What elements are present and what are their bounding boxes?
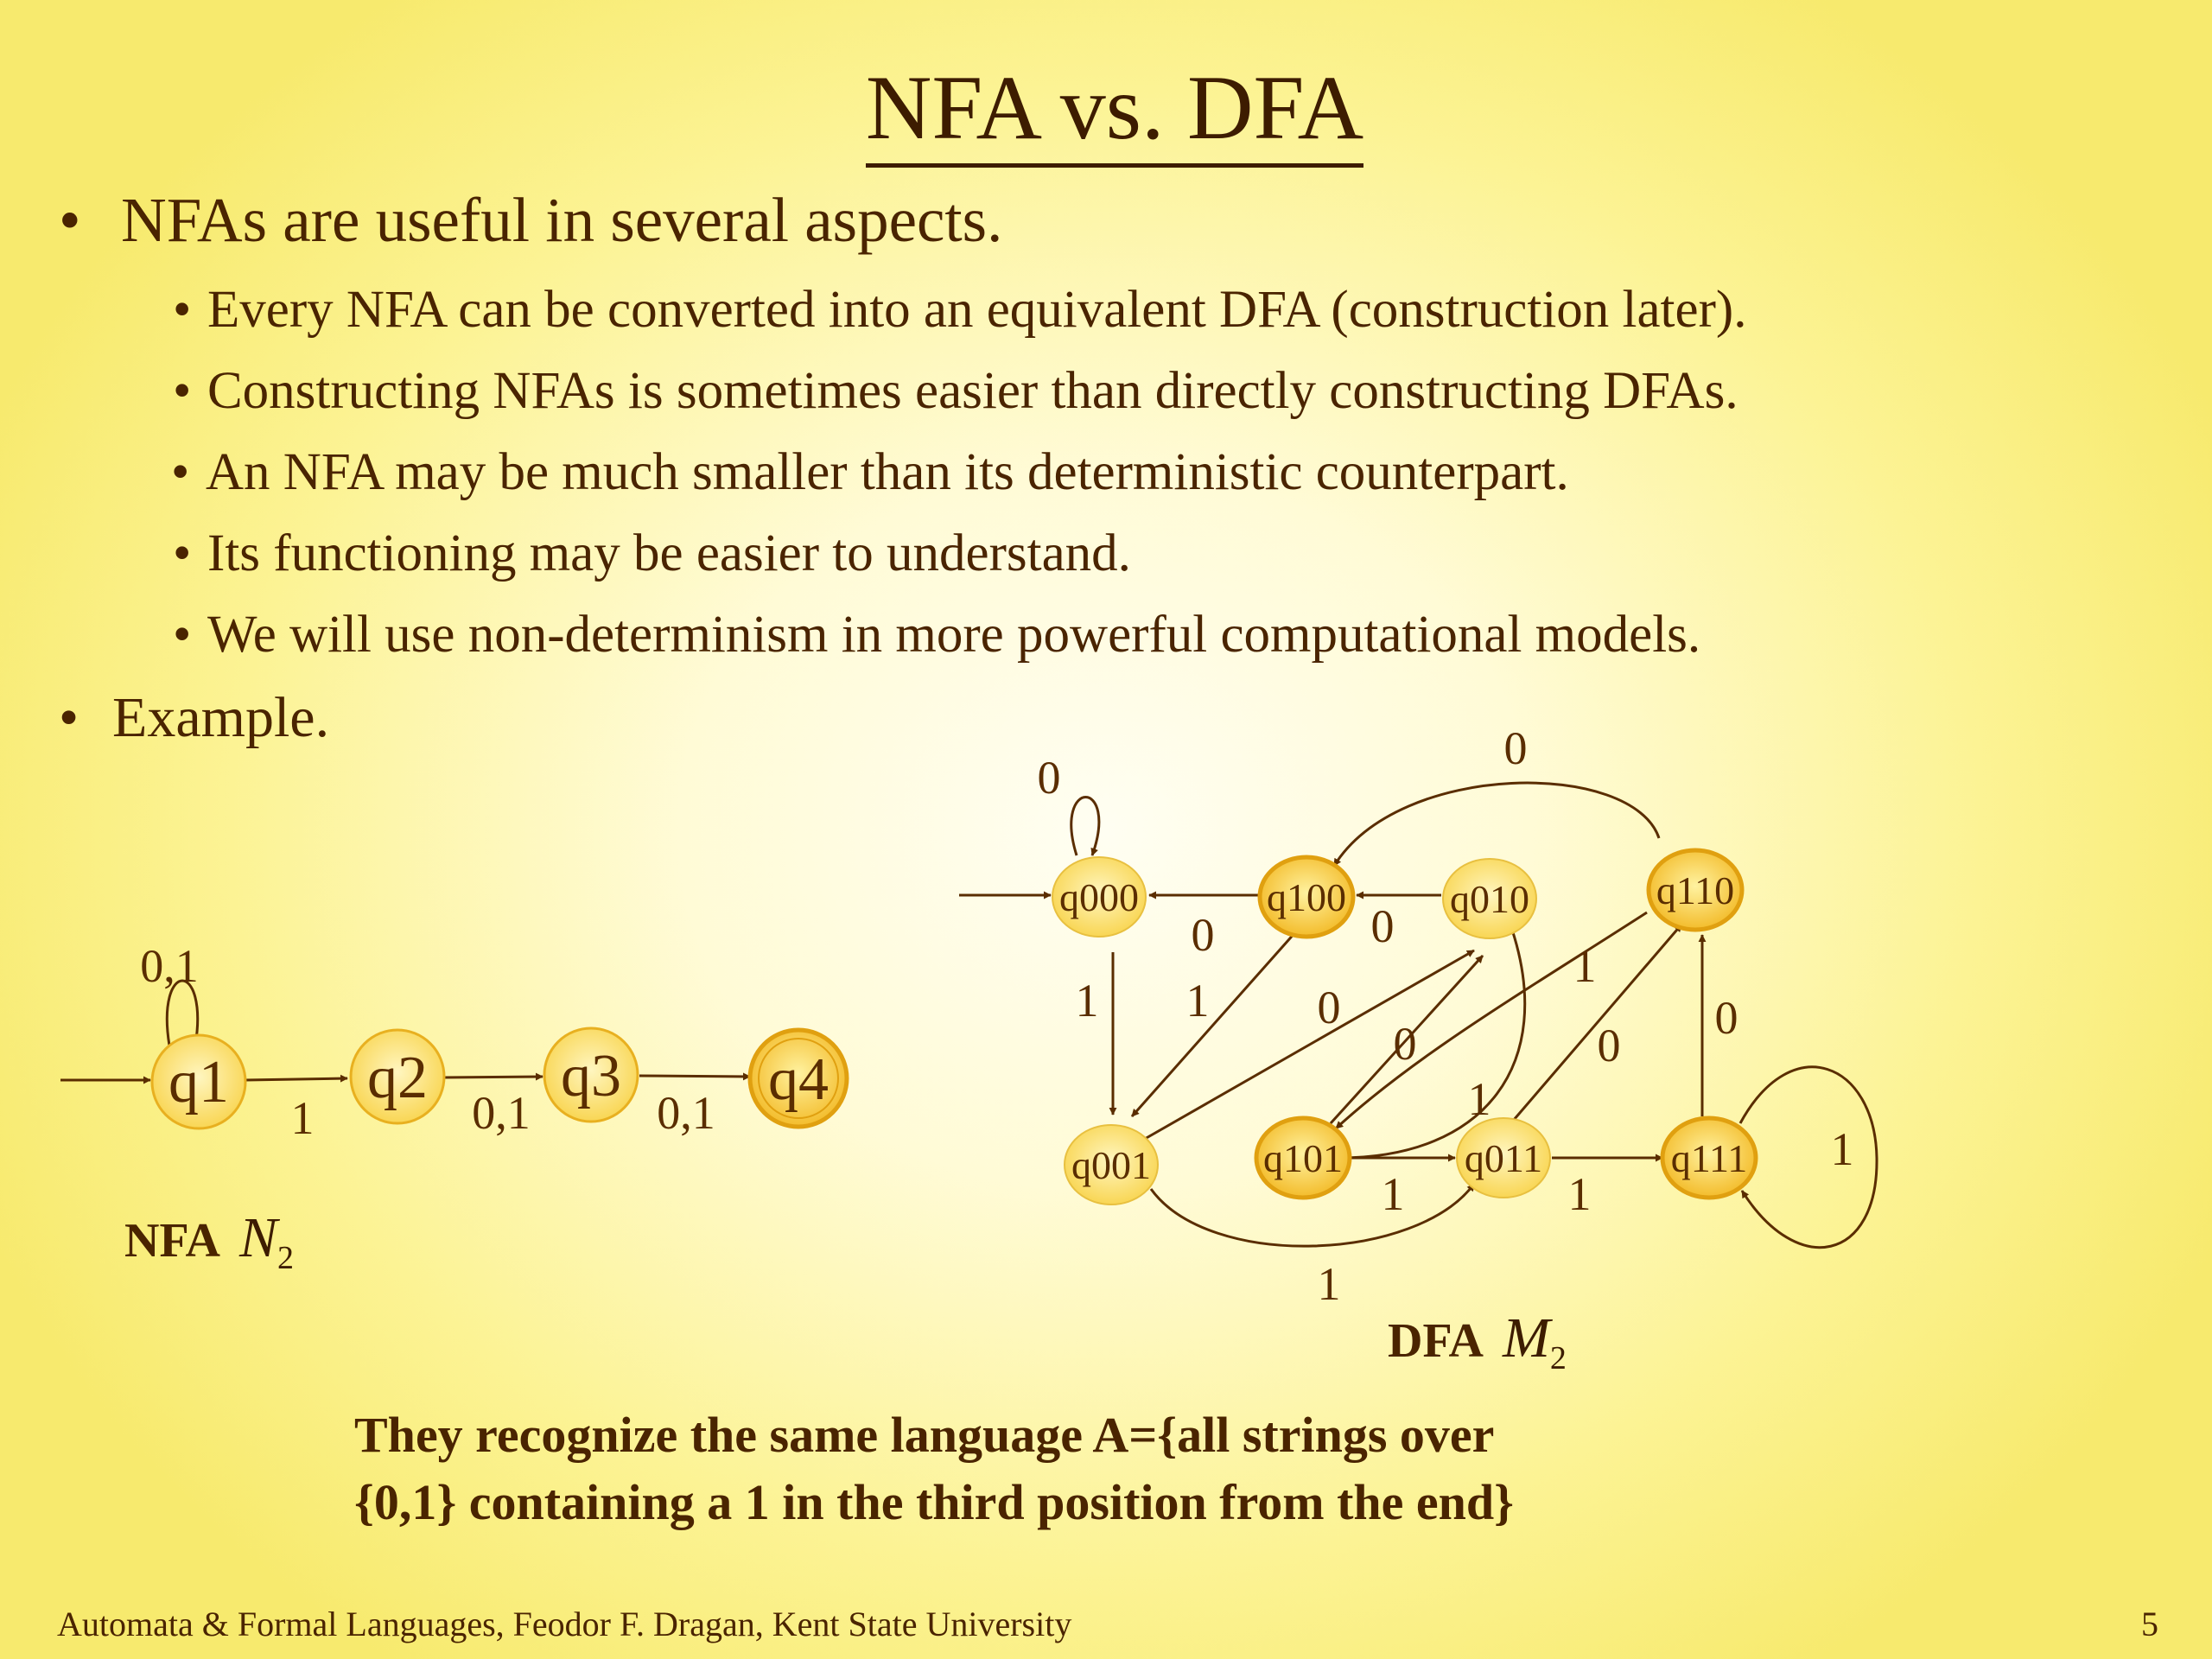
dfa-state-q001: q001 bbox=[1064, 1124, 1159, 1205]
edge-label: 1 bbox=[1318, 1258, 1341, 1310]
edge-label: 0,1 bbox=[472, 1087, 531, 1139]
nfa-state-q2: q2 bbox=[349, 1028, 446, 1125]
page-number: 5 bbox=[2141, 1605, 2158, 1643]
dfa-q001-q011-edge bbox=[1149, 1183, 1476, 1248]
dfa-state-label: q111 bbox=[1671, 1136, 1748, 1180]
dfa-state-q010: q010 bbox=[1442, 858, 1537, 939]
edge-label: 1 bbox=[1076, 975, 1099, 1027]
dfa-q010-q101-edge bbox=[1338, 929, 1527, 1162]
nfa-edge-labels: 0,1 1 0,1 0,1 bbox=[140, 940, 715, 1144]
edge-label: 0 bbox=[1371, 900, 1395, 952]
subbullet-convert: • Every NFA can be converted into an equ… bbox=[173, 281, 1747, 339]
edge-label: 0 bbox=[1394, 1018, 1417, 1070]
nfa-caption-label: NFA bbox=[124, 1214, 220, 1268]
nfa-state-q4-accept: q4 bbox=[747, 1027, 849, 1129]
nfa-state-label: q2 bbox=[367, 1045, 428, 1111]
edge-label: 1 bbox=[1468, 1073, 1491, 1125]
subbullet-dot: • bbox=[173, 362, 192, 420]
dfa-caption-label: DFA bbox=[1388, 1314, 1484, 1368]
nfa-q1-q2-edge bbox=[245, 1074, 348, 1083]
nfa-state-q1: q1 bbox=[150, 1033, 247, 1130]
edge-label: 0 bbox=[1715, 992, 1738, 1044]
edge-label: 0 bbox=[1598, 1020, 1621, 1071]
edge-label: 1 bbox=[1831, 1123, 1854, 1175]
dfa-state-label: q001 bbox=[1071, 1143, 1151, 1187]
dfa-q110-q101-edge bbox=[1334, 911, 1648, 1130]
edge-label: 1 bbox=[1573, 940, 1597, 992]
edge-label: 1 bbox=[1186, 975, 1210, 1027]
subbullet-smaller: • An NFA may be much smaller than its de… bbox=[171, 443, 1569, 501]
slide-title: NFA vs. DFA bbox=[0, 57, 2212, 168]
subbullet-text: We will use non-determinism in more powe… bbox=[207, 606, 1701, 664]
bullet-text: Example. bbox=[112, 686, 330, 749]
dfa-q101-q010-edge bbox=[1329, 954, 1484, 1125]
dfa-state-q000: q000 bbox=[1052, 856, 1147, 938]
edge-label: 0 bbox=[1192, 909, 1215, 961]
dfa-q000-self-loop bbox=[1070, 796, 1101, 856]
subbullet-dot: • bbox=[173, 606, 192, 664]
dfa-caption-symbol: M2 bbox=[1502, 1306, 1567, 1377]
dfa-state-label: q010 bbox=[1450, 877, 1529, 921]
edge-label: 1 bbox=[1382, 1168, 1405, 1220]
nfa-q3-q4-edge bbox=[639, 1072, 751, 1081]
nfa-caption-symbol: N2 bbox=[238, 1206, 294, 1277]
summary-line: {0,1} containing a 1 in the third positi… bbox=[354, 1474, 1515, 1530]
subbullet-easier-construct: • Constructing NFAs is sometimes easier … bbox=[173, 362, 1738, 420]
edge-label: 1 bbox=[1568, 1168, 1592, 1220]
subbullet-dot: • bbox=[173, 524, 192, 582]
subbullet-dot: • bbox=[173, 281, 192, 339]
nfa-diagram: q1 q2 q3 q4 bbox=[60, 979, 849, 1130]
subbullet-text: An NFA may be much smaller than its dete… bbox=[206, 443, 1569, 501]
dfa-q001-q010-edge bbox=[1138, 949, 1475, 1144]
edge-label: 0 bbox=[1318, 982, 1341, 1033]
nfa-state-label: q4 bbox=[768, 1046, 829, 1113]
dfa-state-label: q100 bbox=[1267, 875, 1346, 919]
subbullet-text: Constructing NFAs is sometimes easier th… bbox=[207, 362, 1738, 420]
bullet-text: NFAs are useful in several aspects. bbox=[121, 185, 1003, 255]
dfa-state-q011: q011 bbox=[1456, 1117, 1551, 1198]
nfa-state-label: q1 bbox=[168, 1049, 229, 1116]
edge-label: 1 bbox=[291, 1092, 315, 1144]
bullet-dot: • bbox=[59, 185, 81, 255]
dfa-edge-labels: 0 0 0 0 1 1 0 0 1 1 0 0 1 1 1 1 bbox=[1038, 722, 1854, 1310]
edge-label: 0 bbox=[1038, 752, 1061, 804]
subbullet-powerful-models: • We will use non-determinism in more po… bbox=[173, 606, 1701, 664]
edge-label: 0,1 bbox=[657, 1087, 715, 1139]
dfa-state-q110-accept: q110 bbox=[1646, 848, 1745, 932]
dfa-state-label: q011 bbox=[1465, 1136, 1542, 1180]
dfa-state-q100-accept: q100 bbox=[1257, 855, 1356, 939]
dfa-edges bbox=[959, 781, 1878, 1249]
bullet-example: • Example. bbox=[59, 690, 329, 747]
dfa-q100-q001-edge bbox=[1130, 931, 1298, 1117]
dfa-state-q111-accept: q111 bbox=[1660, 1116, 1758, 1200]
edge-label: 0 bbox=[1504, 722, 1528, 774]
dfa-state-q101-accept: q101 bbox=[1254, 1116, 1352, 1200]
subbullet-text: Its functioning may be easier to underst… bbox=[207, 524, 1131, 582]
bullet-dot: • bbox=[59, 686, 79, 749]
language-summary: They recognize the same language A={all … bbox=[354, 1402, 1514, 1536]
bullet-useful-aspects: • NFAs are useful in several aspects. bbox=[59, 188, 1002, 251]
dfa-state-label: q000 bbox=[1059, 875, 1139, 919]
dfa-q111-self-loop bbox=[1738, 1065, 1878, 1249]
dfa-q110-q100-edge bbox=[1332, 781, 1661, 867]
subbullet-understand: • Its functioning may be easier to under… bbox=[173, 524, 1131, 582]
dfa-state-label: q110 bbox=[1656, 868, 1734, 912]
nfa-q1-self-loop bbox=[165, 979, 200, 1046]
edge-label: 0,1 bbox=[140, 940, 199, 992]
subbullet-dot: • bbox=[171, 443, 190, 501]
slide-footer: Automata & Formal Languages, Feodor F. D… bbox=[57, 1605, 1072, 1643]
summary-line: They recognize the same language A={all … bbox=[354, 1407, 1495, 1463]
nfa-state-q3: q3 bbox=[543, 1027, 639, 1123]
subbullet-text: Every NFA can be converted into an equiv… bbox=[207, 281, 1747, 339]
dfa-q011-q110-edge bbox=[1512, 924, 1683, 1121]
dfa-states: q000 q100 q010 q110 q001 q101 q011 q111 bbox=[1052, 848, 1758, 1205]
dfa-state-label: q101 bbox=[1263, 1136, 1343, 1180]
nfa-state-label: q3 bbox=[561, 1043, 621, 1109]
